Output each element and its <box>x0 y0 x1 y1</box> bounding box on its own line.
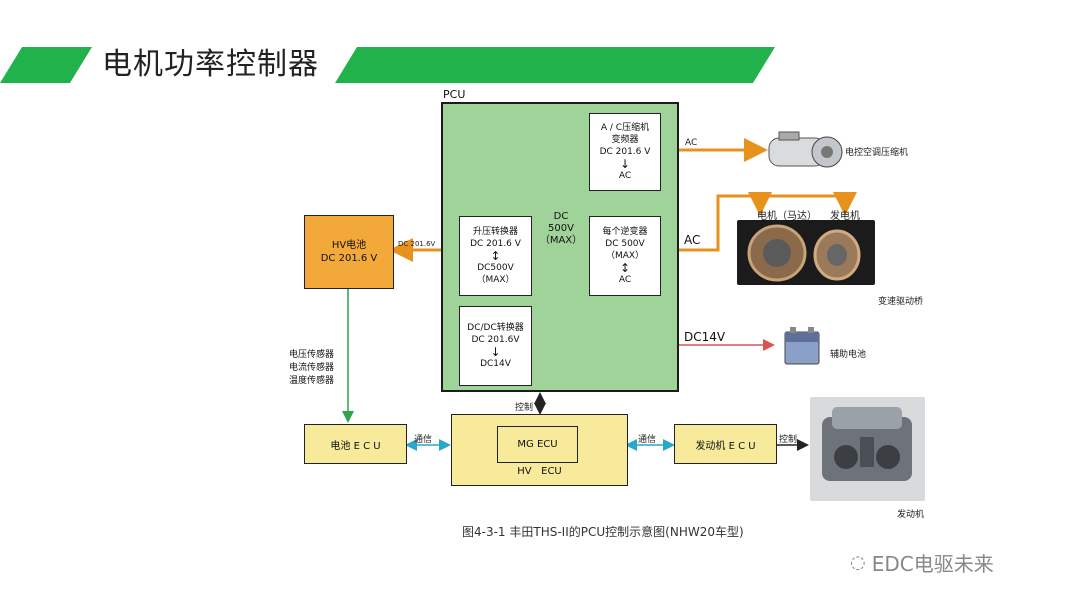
sensor-labels: 电压传感器 电流传感器 温度传感器 <box>289 349 334 388</box>
inv-line1: 每个逆变器 <box>602 227 648 237</box>
line-to-motors <box>660 194 845 252</box>
sensor-voltage: 电压传感器 <box>289 350 335 360</box>
hvbat-line1: HV电池 <box>331 240 367 251</box>
motor-generator-icon <box>747 224 861 282</box>
label-generator: 发电机 <box>830 211 860 222</box>
aux-battery-photo <box>781 322 823 368</box>
boost-line2: DC 201.6 V <box>470 239 521 249</box>
watermark-text: EDC电驱未来 <box>871 552 994 576</box>
dc-link-line2: 500V <box>548 223 574 234</box>
label-dc-hv: DC 201.6V <box>398 240 436 248</box>
dcdc-line1: DC/DC转换器 <box>467 323 524 333</box>
boost-line3: DC500V <box>477 263 514 273</box>
label-motor: 电机（马达） <box>757 211 817 222</box>
inv-line2: DC 500V <box>605 239 645 249</box>
inv-line4: AC <box>618 275 632 285</box>
acinv-arrow: ↓ <box>619 157 631 171</box>
hv-ecu-label: HV ECU <box>517 466 562 477</box>
dc-link-label: DC 500V （MAX） <box>536 211 586 247</box>
motor-generator-photo <box>737 220 875 285</box>
dc-link-line1: DC <box>553 211 569 222</box>
boost-converter: 升压转换器 DC 201.6 V ↕ DC500V （MAX） <box>459 216 532 296</box>
figure-caption: 图4-3-1 丰田THS-II的PCU控制示意图(NHW20车型) <box>462 525 744 539</box>
inv-arrow: ↕ <box>619 261 631 275</box>
boost-line1: 升压转换器 <box>472 227 518 237</box>
slide-title: 电机功率控制器 <box>102 47 319 82</box>
hvbat-line2: DC 201.6 V <box>320 253 378 264</box>
acinv-line1: A / C压缩机 <box>600 123 650 133</box>
boost-arrow: ↕ <box>490 249 501 263</box>
aux-battery-icon <box>784 327 820 365</box>
engine-icon <box>822 407 912 481</box>
hv-battery: HV电池 DC 201.6 V <box>304 215 394 289</box>
pcu-label: PCU <box>443 88 466 101</box>
watermark: ◌ EDC电驱未来 <box>850 548 994 577</box>
dc-link-line3: （MAX） <box>539 235 583 246</box>
compressor-photo <box>765 128 847 174</box>
label-dc14v: DC14V <box>684 330 726 344</box>
label-ac-top: AC <box>685 138 698 148</box>
dcdc-arrow: ↓ <box>490 345 501 359</box>
label-ac-mid: AC <box>684 233 701 247</box>
dcdc-converter: DC/DC转换器 DC 201.6V ↓ DC14V <box>459 306 532 386</box>
dcdc-line2: DC 201.6V <box>471 335 520 345</box>
ac-compressor-inverter: A / C压缩机 变频器 DC 201.6 V ↓ AC <box>589 113 661 191</box>
label-control-engine: 控制 <box>779 435 798 445</box>
sensor-temperature: 温度传感器 <box>289 376 335 386</box>
sensor-current: 电流传感器 <box>289 363 335 373</box>
acinv-line3: DC 201.6 V <box>599 147 651 157</box>
label-aux-battery: 辅助电池 <box>830 350 867 360</box>
title-banner-right <box>335 47 775 83</box>
compressor-icon <box>768 131 843 168</box>
boost-line4: （MAX） <box>476 275 515 285</box>
label-transaxle: 变速驱动桥 <box>878 297 924 307</box>
engine-ecu: 发动机 E C U <box>674 424 777 464</box>
acinv-line2: 变频器 <box>611 135 639 145</box>
engine-photo <box>810 397 925 501</box>
inv-line3: （MAX） <box>605 251 645 261</box>
acinv-line4: AC <box>618 171 632 181</box>
dcdc-line3: DC14V <box>480 359 511 369</box>
label-engine: 发动机 <box>897 510 925 520</box>
mg-ecu: MG ECU <box>497 426 578 463</box>
label-comm-left: 通信 <box>414 435 433 445</box>
label-control-pcu: 控制 <box>515 403 534 413</box>
label-compressor: 电控空调压缩机 <box>845 148 909 158</box>
inverter: 每个逆变器 DC 500V （MAX） ↕ AC <box>589 216 661 296</box>
label-comm-right: 通信 <box>638 435 657 445</box>
battery-ecu: 电池 E C U <box>304 424 407 464</box>
wechat-icon: ◌ <box>850 552 866 573</box>
